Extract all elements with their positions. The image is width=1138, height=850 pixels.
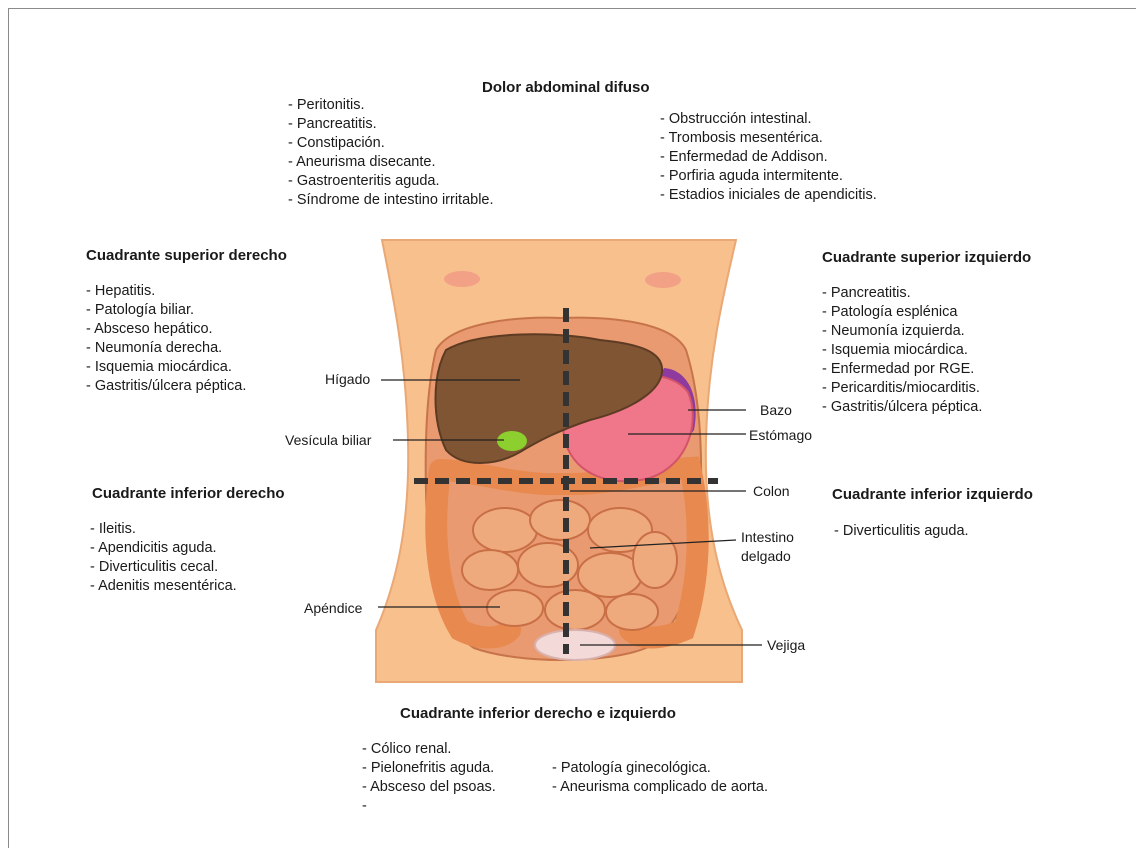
list-item: Neumonía derecha. <box>86 339 246 358</box>
list-item: Gastroenteritis aguda. <box>288 172 494 191</box>
list-item: Ileitis. <box>90 520 237 539</box>
list-item: Hepatitis. <box>86 282 246 301</box>
list-item: Trombosis mesentérica. <box>660 129 877 148</box>
list-item: Adenitis mesentérica. <box>90 577 237 596</box>
list-item: Isquemia miocárdica. <box>86 358 246 377</box>
small-intestine-shape <box>462 500 677 630</box>
list-item: Diverticulitis aguda. <box>834 522 969 541</box>
luq-list: Pancreatitis. Patología esplénica Neumon… <box>822 284 982 417</box>
label-bazo: Bazo <box>760 402 792 419</box>
list-item: Cólico renal. <box>362 740 496 759</box>
rlq-list: Ileitis. Apendicitis aguda. Diverticulit… <box>90 520 237 596</box>
diffuse-right-list: Obstrucción intestinal. Trombosis mesent… <box>660 110 877 205</box>
list-item: Pancreatitis. <box>288 115 494 134</box>
ruq-title: Cuadrante superior derecho <box>86 246 287 265</box>
list-item: Peritonitis. <box>288 96 494 115</box>
list-item: Pancreatitis. <box>822 284 982 303</box>
list-item: Síndrome de intestino irritable. <box>288 191 494 210</box>
label-apendice: Apéndice <box>304 600 362 617</box>
rlq-title: Cuadrante inferior derecho <box>92 484 285 503</box>
trailing-dash: - <box>362 797 367 816</box>
label-vesicula-biliar: Vesícula biliar <box>285 432 371 449</box>
list-item: Patología ginecológica. <box>552 759 768 778</box>
lower-both-title: Cuadrante inferior derecho e izquierdo <box>400 704 676 723</box>
list-item: Estadios iniciales de apendicitis. <box>660 186 877 205</box>
list-item: Apendicitis aguda. <box>90 539 237 558</box>
list-item: Gastritis/úlcera péptica. <box>822 398 982 417</box>
label-colon: Colon <box>753 483 790 500</box>
list-item: Enfermedad de Addison. <box>660 148 877 167</box>
diffuse-title: Dolor abdominal difuso <box>482 78 650 97</box>
lower-both-col2-list: Patología ginecológica. Aneurisma compli… <box>552 759 768 797</box>
label-vejiga: Vejiga <box>767 637 805 654</box>
llq-title: Cuadrante inferior izquierdo <box>832 485 1033 504</box>
list-item: Patología esplénica <box>822 303 982 322</box>
list-item: Pielonefritis aguda. <box>362 759 496 778</box>
lower-both-col1-list: Cólico renal. Pielonefritis aguda. Absce… <box>362 740 496 797</box>
luq-title: Cuadrante superior izquierdo <box>822 248 1031 267</box>
list-item: Constipación. <box>288 134 494 153</box>
list-item: Aneurisma disecante. <box>288 153 494 172</box>
list-item: Neumonía izquierda. <box>822 322 982 341</box>
gallbladder-shape <box>497 431 527 451</box>
ruq-list: Hepatitis. Patología biliar. Absceso hep… <box>86 282 246 396</box>
list-item: Porfiria aguda intermitente. <box>660 167 877 186</box>
label-estomago: Estómago <box>749 427 812 444</box>
label-intestino: Intestino <box>741 529 794 546</box>
list-item: Patología biliar. <box>86 301 246 320</box>
list-item: Obstrucción intestinal. <box>660 110 877 129</box>
list-item: Diverticulitis cecal. <box>90 558 237 577</box>
diffuse-left-list: Peritonitis. Pancreatitis. Constipación.… <box>288 96 494 210</box>
label-higado: Hígado <box>325 371 370 388</box>
right-nipple-shape <box>645 272 681 288</box>
list-item: Aneurisma complicado de aorta. <box>552 778 768 797</box>
label-delgado: delgado <box>741 548 791 565</box>
list-item: Gastritis/úlcera péptica. <box>86 377 246 396</box>
list-item: Absceso hepático. <box>86 320 246 339</box>
list-item: Isquemia miocárdica. <box>822 341 982 360</box>
left-nipple-shape <box>444 271 480 287</box>
list-item: Enfermedad por RGE. <box>822 360 982 379</box>
list-item: Absceso del psoas. <box>362 778 496 797</box>
llq-list: Diverticulitis aguda. <box>834 522 969 541</box>
list-item: Pericarditis/miocarditis. <box>822 379 982 398</box>
